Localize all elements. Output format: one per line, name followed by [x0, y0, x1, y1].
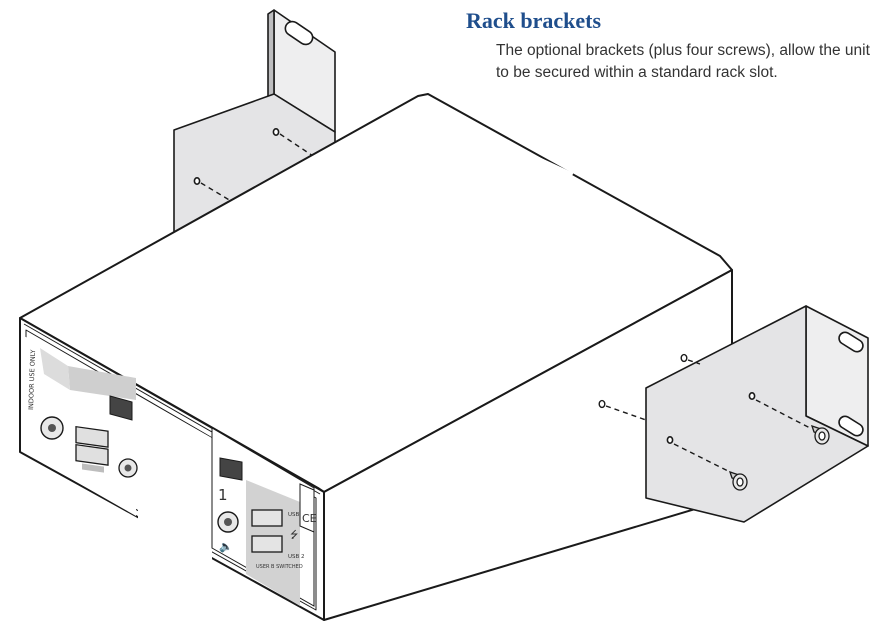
front-panel-gap — [138, 396, 212, 576]
speaker-symbol: 🔈 — [219, 540, 233, 553]
ce-mark: CE — [302, 512, 317, 525]
audio-jack-icon — [217, 511, 239, 533]
side-hole-upper — [680, 353, 688, 363]
screw-icon — [728, 470, 748, 491]
port-number: 1 — [218, 486, 228, 504]
indoor-use-label: INDOOR USE ONLY — [27, 349, 37, 410]
usb-switched-label: USER B SWITCHED — [256, 564, 303, 570]
right-bracket-screw-guides — [605, 359, 811, 475]
side-hole-lower — [598, 399, 606, 409]
left-bracket-screw-guides — [200, 133, 317, 205]
front-panel-left: INDOOR USE ONLY — [24, 336, 138, 516]
front-panel-right: 1 🔈 USB 1 USB 2 ⭍ USER B SWITCHED CE — [211, 427, 317, 607]
screw-icon — [810, 424, 830, 445]
left-rack-bracket — [173, 9, 336, 233]
usb1-label: USB 1 — [288, 512, 305, 518]
kvm-unit — [19, 93, 733, 621]
usb-port-2 — [251, 535, 283, 553]
usb-port-1 — [251, 509, 283, 527]
page-title: Rack brackets — [466, 8, 602, 33]
usb2-label: USB 2 — [288, 554, 305, 560]
top-face-gap — [518, 148, 574, 180]
right-rack-bracket — [645, 305, 869, 523]
description-text: The optional brackets (plus four screws)… — [496, 42, 870, 81]
usb-icon: ⭍ — [290, 529, 298, 541]
